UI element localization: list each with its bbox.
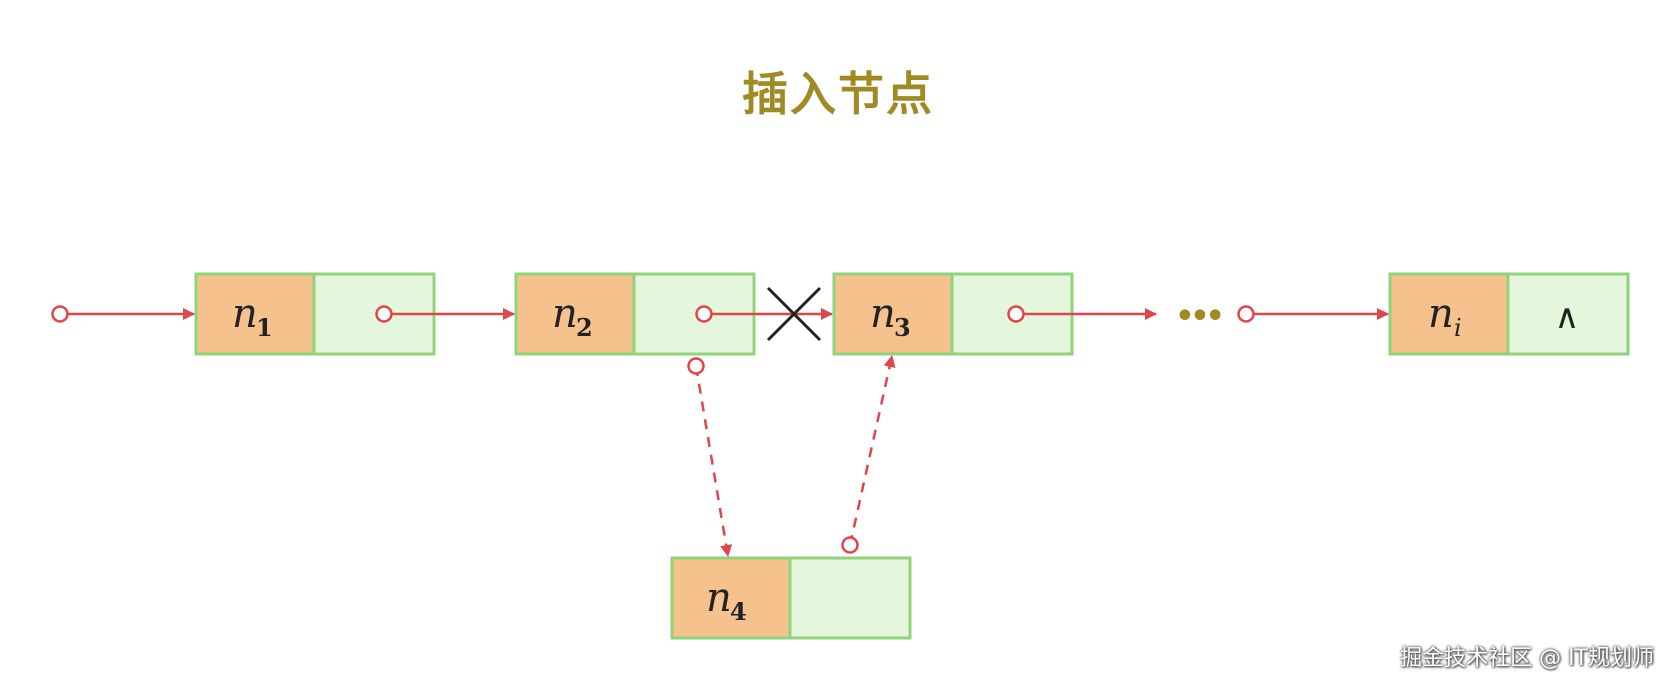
node-n4-pointer-cell <box>788 556 912 640</box>
node-n3-label-sub: 3 <box>894 313 911 342</box>
null-pointer-symbol: ∧ <box>1555 297 1580 337</box>
node-n1-data-cell <box>194 272 316 356</box>
ellipsis: ••• <box>1175 299 1221 334</box>
arrow-n3-to-ellipsis <box>1007 305 1157 323</box>
arrow-to-ni <box>1237 305 1389 323</box>
node-ni: n i ∧ <box>1388 272 1630 356</box>
node-ni-data-cell <box>1388 272 1510 356</box>
arrow-n2-to-n4 <box>687 357 733 557</box>
node-n2-label-sub: 2 <box>576 313 593 342</box>
arrow-n1-to-n2 <box>375 305 515 323</box>
node-n3-label-base: n <box>870 291 896 337</box>
watermark: 掘金技术社区 @ IT规划师 <box>1400 646 1654 671</box>
arrow-n2-to-n3 <box>695 305 833 323</box>
node-n4-label-base: n <box>706 575 732 621</box>
node-n4-data-cell <box>670 556 792 640</box>
node-n2-label-base: n <box>552 291 578 337</box>
node-n4: n 4 <box>670 556 912 640</box>
node-n4-label-sub: 4 <box>730 597 747 626</box>
cross-mark-icon <box>766 286 822 342</box>
node-ni-pointer-cell <box>1506 272 1630 356</box>
node-ni-label-sub: i <box>1454 314 1462 342</box>
head-pointer-arrow <box>51 305 195 323</box>
node-n2-data-cell <box>514 272 636 356</box>
node-n3-data-cell <box>832 272 954 356</box>
arrow-n4-to-n3 <box>841 355 896 554</box>
node-n1-label-sub: 1 <box>256 313 273 342</box>
diagram-title: 插入节点 <box>742 67 934 121</box>
node-n1-label-base: n <box>232 291 258 337</box>
node-ni-label-base: n <box>1428 291 1454 337</box>
